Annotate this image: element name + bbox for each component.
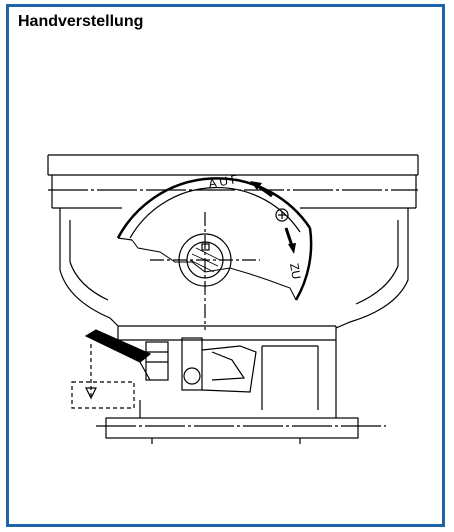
direction-arrows xyxy=(250,181,296,254)
housing-cover xyxy=(47,154,419,209)
label-open: AUF xyxy=(207,171,242,191)
label-close: ZU xyxy=(287,262,304,280)
base-plate xyxy=(96,400,386,444)
handwheel xyxy=(116,177,313,301)
shaft xyxy=(150,212,260,330)
panel-title: Handverstellung xyxy=(18,13,144,30)
lever-mechanism xyxy=(71,326,337,410)
housing-body xyxy=(59,208,409,329)
panel-frame xyxy=(6,4,445,527)
